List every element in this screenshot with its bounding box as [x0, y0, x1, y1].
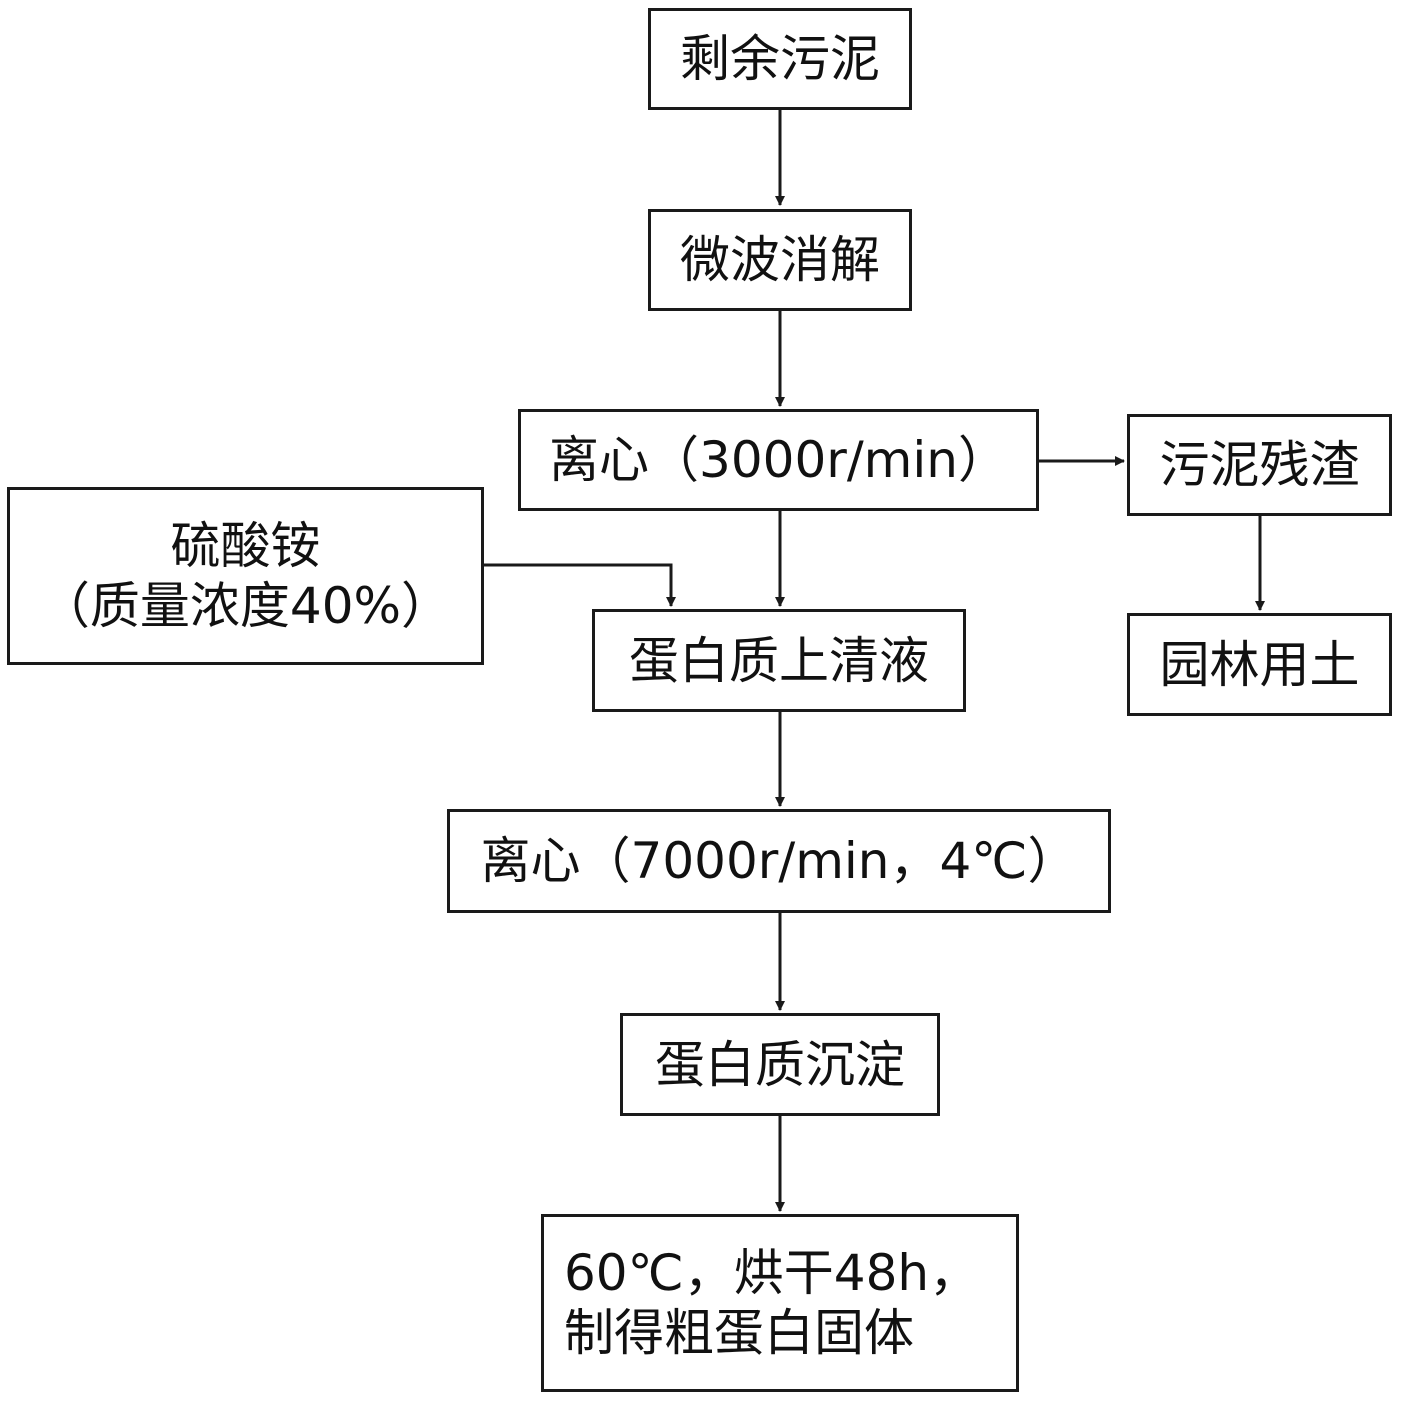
node-final-product: 60℃，烘干48h， 制得粗蛋白固体 — [541, 1214, 1019, 1392]
node-microwave-digestion: 微波消解 — [648, 209, 912, 311]
node-protein-precipitate-label: 蛋白质沉淀 — [655, 1035, 905, 1094]
node-garden-soil: 园林用土 — [1127, 613, 1392, 716]
node-centrifuge-3000-label: 离心（3000r/min） — [549, 431, 1008, 489]
node-sludge-residue-label: 污泥残渣 — [1159, 436, 1360, 494]
node-sludge-residue: 污泥残渣 — [1127, 414, 1392, 516]
node-centrifuge-7000: 离心（7000r/min，4℃） — [447, 809, 1111, 913]
node-protein-precipitate: 蛋白质沉淀 — [620, 1013, 940, 1116]
node-ammonium-sulfate: 硫酸铵 （质量浓度40%） — [7, 487, 484, 665]
node-garden-soil-label: 园林用土 — [1159, 635, 1360, 694]
arrow-ammonium-sulfate-to-supernatant — [483, 563, 676, 607]
node-centrifuge-3000: 离心（3000r/min） — [518, 409, 1039, 511]
node-excess-sludge-label: 剩余污泥 — [680, 30, 880, 88]
node-ammonium-sulfate-concentration: （质量浓度40%） — [39, 577, 452, 635]
node-protein-supernatant-label: 蛋白质上清液 — [629, 631, 929, 690]
node-protein-supernatant: 蛋白质上清液 — [592, 609, 966, 712]
node-final-product-line2: 制得粗蛋白固体 — [564, 1304, 914, 1362]
node-final-product-line1: 60℃，烘干48h， — [564, 1244, 980, 1302]
node-microwave-digestion-label: 微波消解 — [680, 231, 880, 289]
node-centrifuge-7000-label: 离心（7000r/min，4℃） — [480, 832, 1078, 890]
node-ammonium-sulfate-name: 硫酸铵 — [170, 517, 321, 575]
node-excess-sludge: 剩余污泥 — [648, 8, 912, 110]
